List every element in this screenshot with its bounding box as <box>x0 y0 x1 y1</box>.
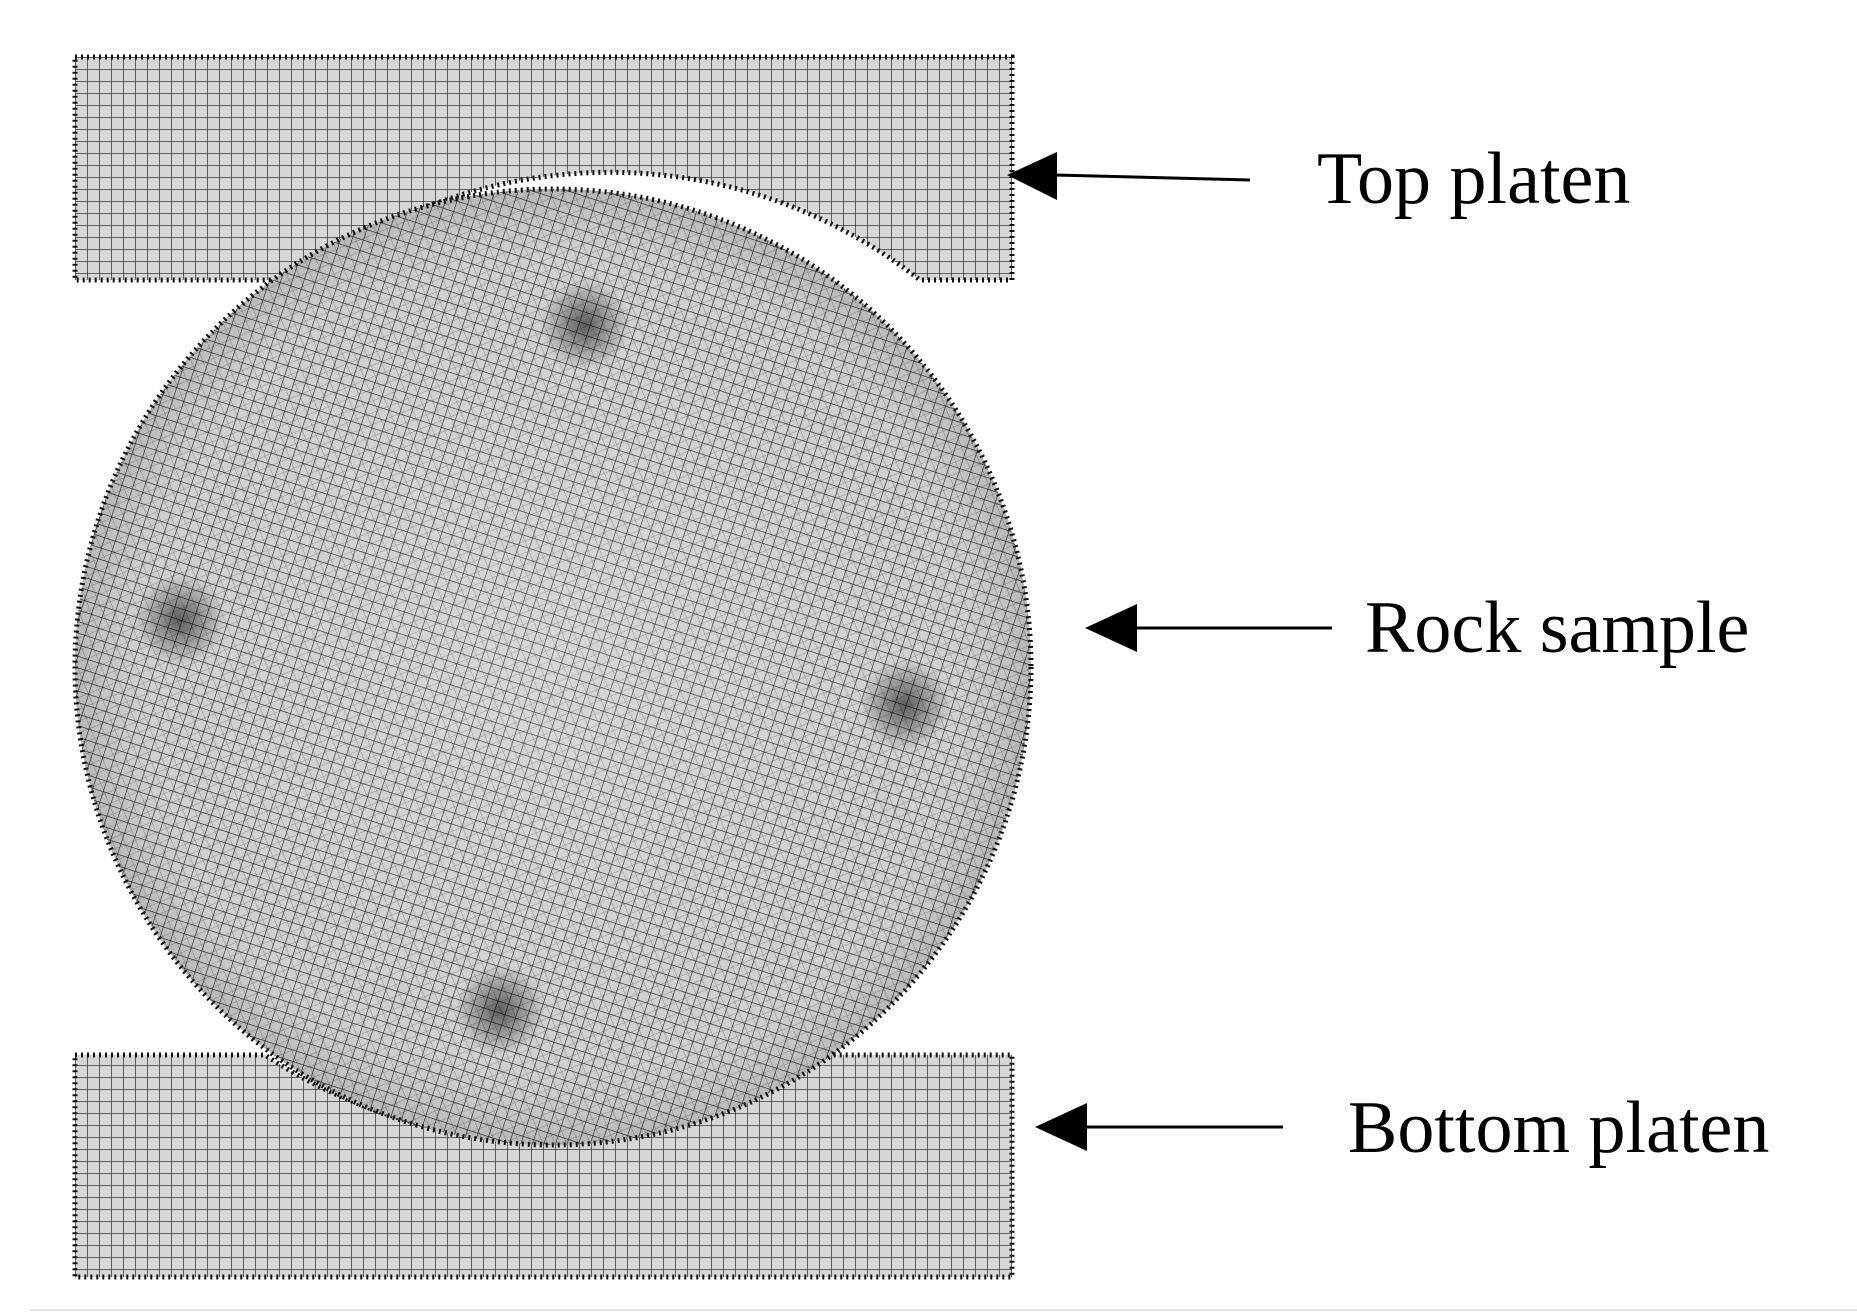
rock-sample-outline <box>72 186 1034 1148</box>
rock-sample-label: Rock sample <box>1365 587 1749 669</box>
top-platen-arrow-shaft <box>1054 173 1251 182</box>
rock-sample-arrow <box>1085 604 1332 652</box>
bottom-platen-arrow-head <box>1035 1103 1087 1151</box>
top-platen-label: Top platen <box>1317 138 1630 220</box>
top-platen-arrow-head <box>1007 152 1057 200</box>
rock-sample-disc <box>72 186 1034 1148</box>
rock-sample-shading <box>75 189 1031 1145</box>
bottom-platen-arrow <box>1035 1103 1283 1151</box>
top-platen-arrow <box>1007 152 1251 200</box>
mesh-singularity-bottom <box>455 965 545 1055</box>
bottom-divider <box>30 1309 1857 1311</box>
mesh-singularity-right <box>860 660 950 750</box>
mesh-singularity-left <box>135 575 225 665</box>
mesh-singularity-top <box>540 280 630 370</box>
top-platen-mesh <box>75 57 1012 280</box>
bottom-platen-mesh <box>75 1055 1012 1277</box>
rock-sample-arrow-head <box>1085 604 1137 652</box>
bottom-platen-label: Bottom platen <box>1348 1087 1769 1169</box>
